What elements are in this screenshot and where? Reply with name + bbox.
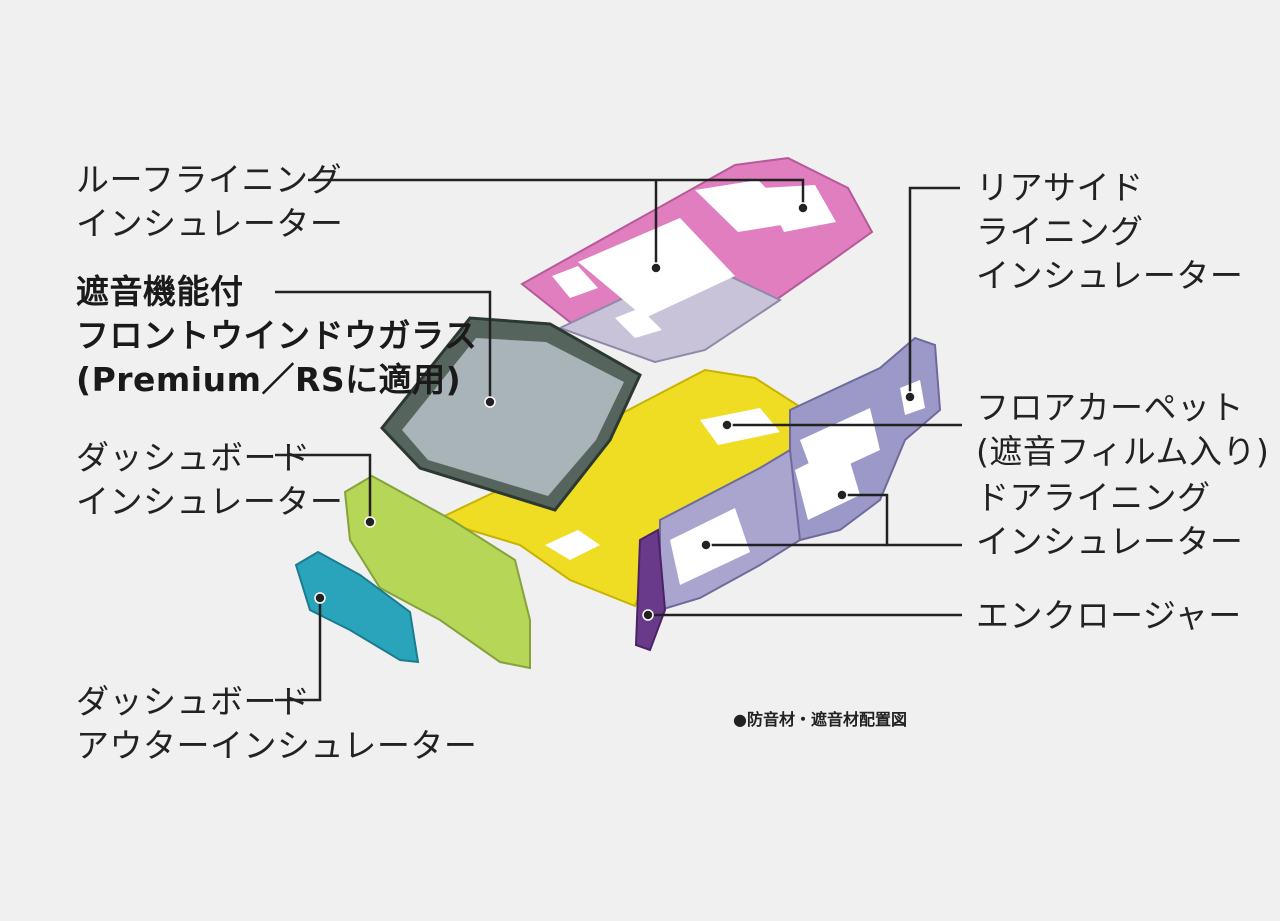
label-line: インシュレーター [76, 482, 344, 521]
label-line: インシュレーター [976, 522, 1244, 561]
label-line: (Premium／RSに適用) [76, 360, 462, 399]
leader-windshield [275, 290, 492, 400]
floor-insulator-1 [700, 408, 780, 445]
floor-insulator-2 [545, 530, 600, 560]
label-door-lining-insulator: ドアライニング インシュレーター [976, 476, 1243, 564]
label-line: リアサイド [976, 168, 1144, 207]
label-line: フロントウインドウガラス [76, 316, 478, 355]
leader-dash-outer [275, 598, 322, 702]
dashboard-insulator-part [343, 474, 531, 670]
label-floor-carpet: フロアカーペット (遮音フィルム入り) [976, 386, 1269, 474]
roof-insulator-front [695, 180, 800, 232]
roof-insulator-small-2 [615, 308, 662, 338]
label-line: (遮音フィルム入り) [976, 432, 1270, 471]
label-line: ドアライニング [976, 478, 1211, 517]
floor-carpet-part [433, 368, 832, 608]
diagram-caption: ●防音材・遮音材配置図 [733, 710, 907, 729]
label-rear-side-lining-insulator: リアサイド ライニング インシュレーター [976, 166, 1243, 298]
label-line: エンクロージャー [976, 596, 1242, 635]
label-line: ルーフライニング [76, 160, 343, 199]
leader-rear-side [908, 186, 960, 397]
windshield-part [380, 316, 642, 512]
label-roof-lining-insulator: ルーフライニング インシュレーター [76, 158, 343, 246]
dashboard-outer-insulator-part [294, 550, 420, 664]
leader-roof [308, 178, 805, 205]
leader-door [842, 493, 962, 547]
leader-dash [275, 453, 372, 522]
leader-lines [275, 178, 962, 702]
label-line: ライニング [976, 212, 1144, 251]
label-line: ダッシュボード [76, 682, 311, 721]
roof-insulator-small-1 [552, 266, 598, 298]
label-dashboard-insulator: ダッシュボード インシュレーター [76, 436, 343, 524]
label-windshield: 遮音機能付 フロントウインドウガラス (Premium／RSに適用) [76, 270, 477, 402]
label-line: 遮音機能付 [76, 272, 244, 311]
door-insulator-rear [795, 445, 860, 520]
label-dashboard-outer-insulator: ダッシュボード アウターインシュレーター [76, 680, 477, 768]
enclosure-part [634, 528, 667, 652]
label-line: フロアカーペット [976, 388, 1244, 427]
label-line: インシュレーター [976, 256, 1244, 295]
label-line: インシュレーター [76, 204, 344, 243]
roof-lining-part [520, 156, 874, 364]
label-enclosure: エンクロージャー [976, 594, 1242, 638]
label-line: アウターインシュレーター [76, 726, 478, 765]
label-line: ダッシュボード [76, 438, 311, 477]
leader-dots [314, 202, 916, 621]
